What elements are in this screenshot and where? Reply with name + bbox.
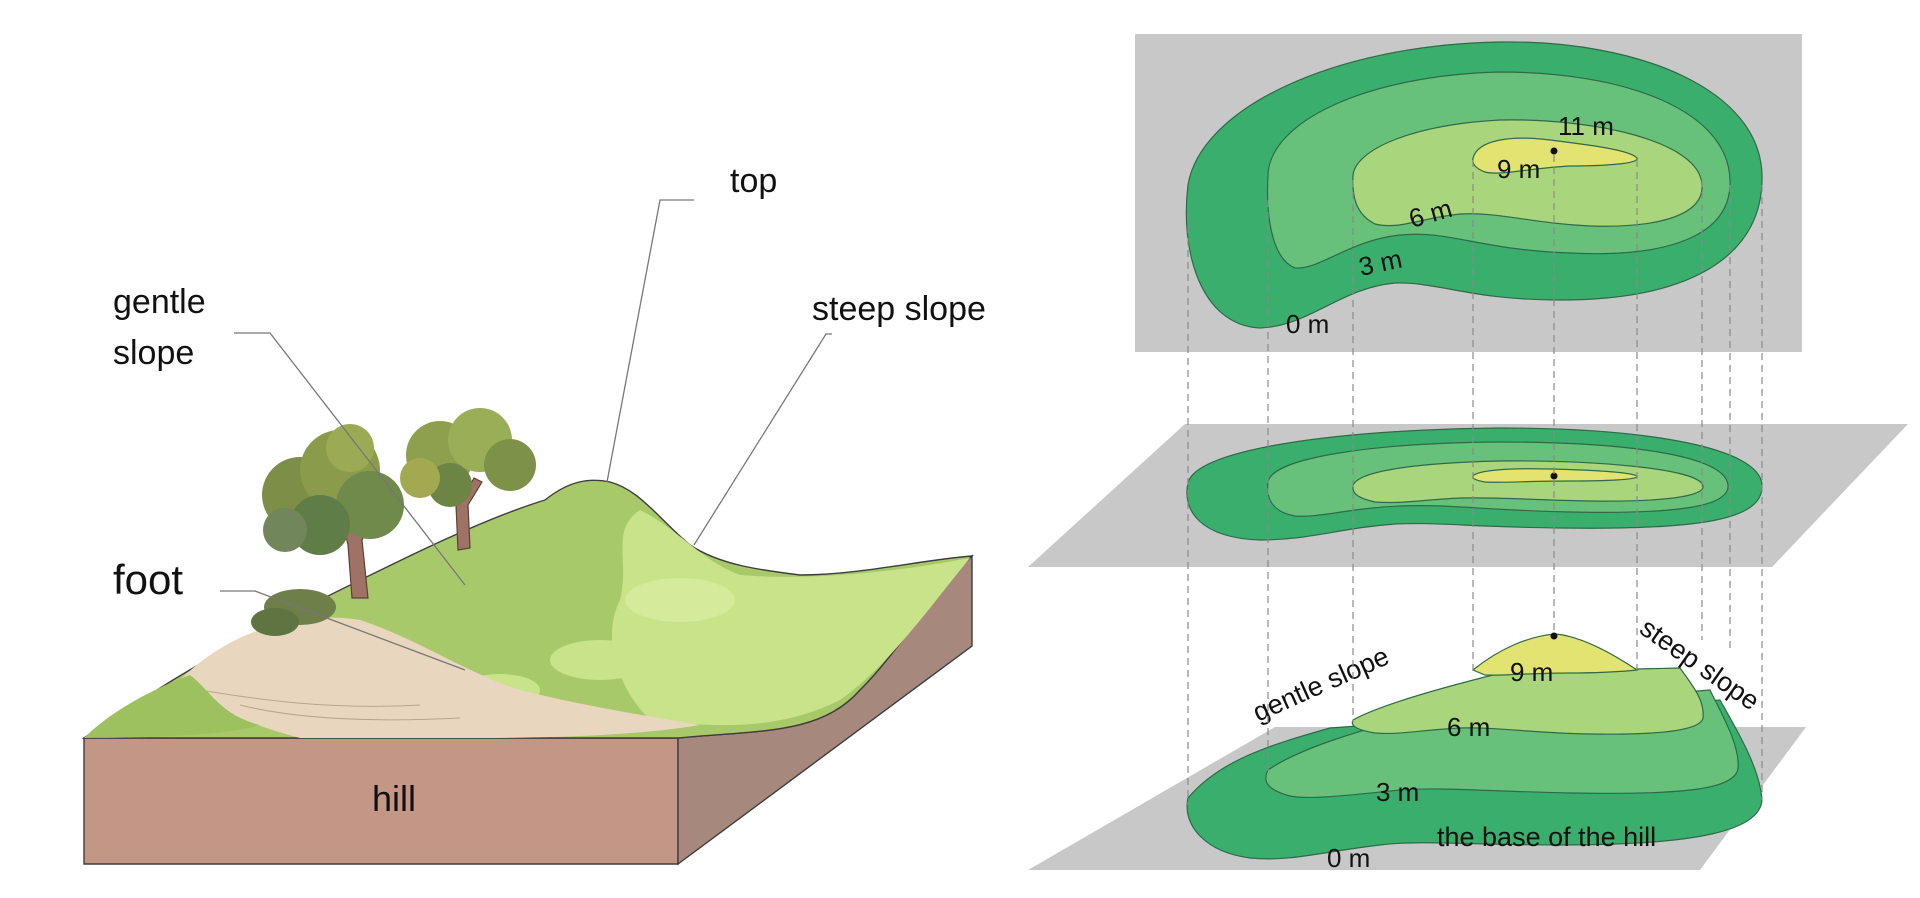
grass-highlight: [611, 510, 970, 726]
bush: [251, 608, 299, 636]
grass-left-edge: [84, 675, 260, 738]
label-gentle-slope-line2: slope: [113, 334, 194, 372]
sandy-path: [180, 617, 700, 738]
leader-top: [606, 199, 694, 483]
tree-canopy-left: [262, 424, 404, 555]
hill-block-illustration: [81, 408, 974, 866]
contour-6m: [1352, 119, 1703, 227]
leader-steep-slope: [693, 333, 832, 546]
map-label-11m: 11 m: [1558, 111, 1614, 141]
contour-map: [1185, 41, 1763, 329]
projection-lines: [1187, 155, 1763, 805]
label-gentle-slope-line1: gentle: [113, 283, 206, 321]
contour-perspective: [1186, 427, 1763, 541]
label-hill: hill: [372, 778, 416, 819]
label-top: top: [730, 162, 777, 200]
path-line: [239, 704, 461, 721]
leader-gentle-slope: [234, 332, 466, 586]
leader-foot: [220, 590, 466, 671]
profile-label-9m: 9 m: [1510, 657, 1553, 687]
profile-label-base: the base of the hill: [1437, 822, 1656, 852]
grass-patch: [550, 640, 650, 680]
map-peak-dot: [1550, 147, 1558, 155]
profile-band-6m: [1351, 667, 1704, 735]
tree-canopy-right: [400, 408, 536, 507]
profile-peak-dot: [1550, 632, 1558, 640]
profile-label-3m: 3 m: [1376, 777, 1419, 807]
label-steep-slope: steep slope: [812, 290, 986, 328]
profile-label-0m: 0 m: [1327, 843, 1370, 873]
contour-9m: [1472, 137, 1638, 174]
grass-patch: [625, 578, 735, 622]
label-foot: foot: [113, 556, 183, 603]
map-label-9m: 9 m: [1497, 154, 1540, 184]
profile-label-6m: 6 m: [1447, 712, 1490, 742]
map-label-0m: 0 m: [1286, 309, 1329, 339]
persp-peak-dot: [1550, 472, 1558, 480]
path-line: [199, 689, 421, 707]
hill-profile: [1186, 632, 1763, 860]
profile-band-9m: [1471, 633, 1639, 676]
